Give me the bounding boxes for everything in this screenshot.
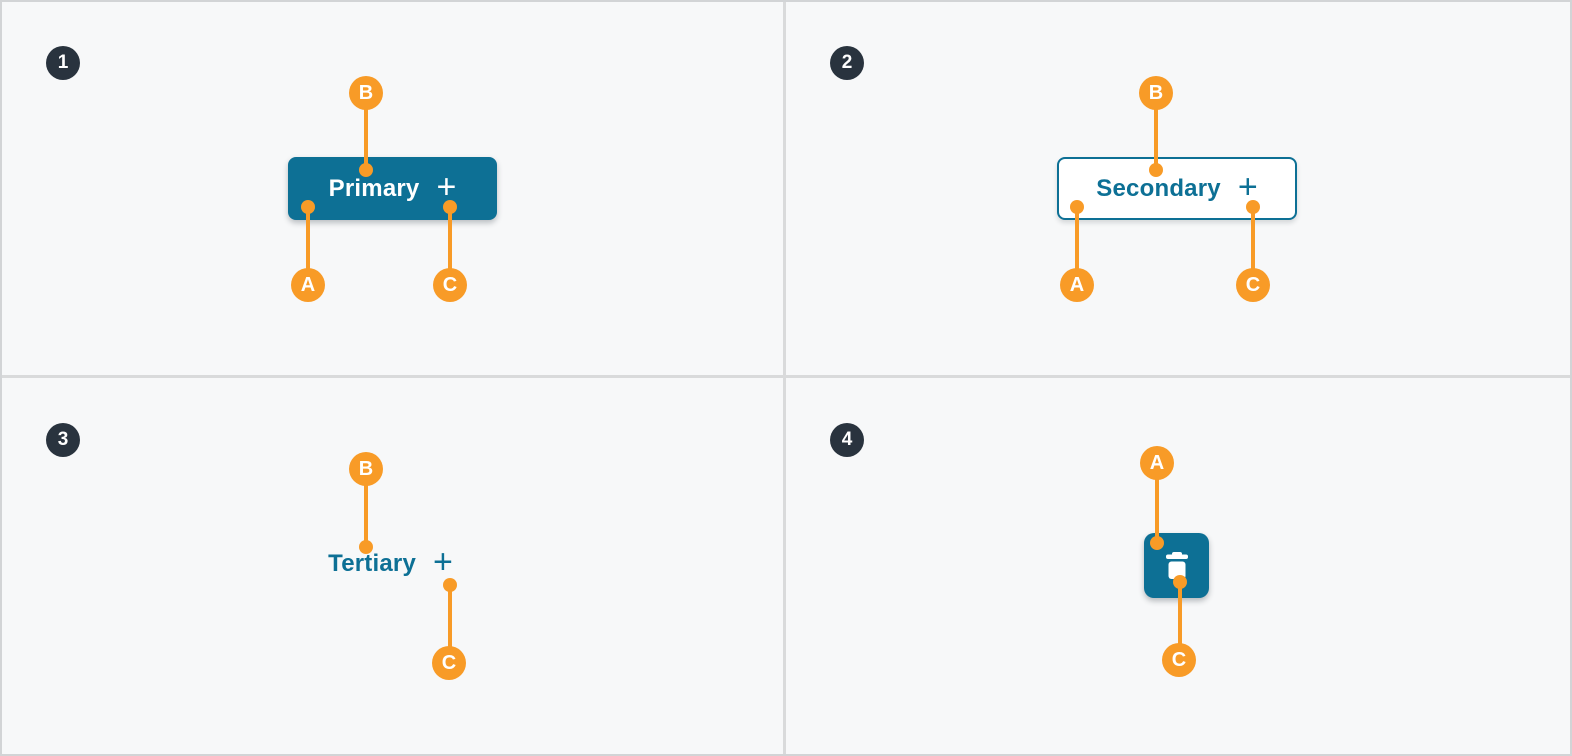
marker-b-stem — [364, 469, 368, 547]
secondary-button[interactable]: Secondary + — [1057, 157, 1297, 220]
marker-c-letter: C — [442, 273, 458, 296]
marker-c-stem — [448, 585, 452, 663]
marker-a-dot — [1150, 536, 1164, 550]
grid-divider-vertical — [783, 2, 786, 754]
marker-c-dot — [1246, 200, 1260, 214]
marker-c-letter: C — [1171, 648, 1187, 671]
marker-c-dot — [443, 578, 457, 592]
marker-b-letter: B — [358, 457, 374, 480]
marker-a-letter: A — [1149, 451, 1165, 474]
button-label: Primary — [328, 174, 420, 202]
panel-primary-button: 1 Primary + B A C — [2, 2, 783, 375]
step-badge-number: 4 — [841, 429, 853, 450]
marker-c-letter: C — [1245, 273, 1261, 296]
marker-a-dot — [301, 200, 315, 214]
marker-c-stem — [1178, 582, 1182, 660]
trash-icon — [1165, 552, 1189, 579]
panel-secondary-button: 2 Secondary + B A C — [786, 2, 1570, 375]
marker-c-letter: C — [441, 651, 457, 674]
button-label: Tertiary — [328, 550, 416, 577]
marker-b-letter: B — [358, 81, 374, 104]
marker-b-letter: B — [1148, 81, 1164, 104]
marker-a-dot — [1070, 200, 1084, 214]
step-badge-2: 2 — [830, 46, 864, 80]
step-badge-4: 4 — [830, 423, 864, 457]
marker-a-letter: A — [300, 273, 316, 296]
marker-b: B — [349, 452, 383, 486]
marker-c: C — [432, 646, 466, 680]
button-label: Secondary — [1096, 174, 1221, 202]
marker-c: C — [1162, 643, 1196, 677]
panel-icon-button: 4 A C — [786, 378, 1570, 754]
grid-divider-horizontal — [2, 375, 1570, 378]
marker-c: C — [1236, 268, 1270, 302]
panel-tertiary-button: 3 Tertiary + B C — [2, 378, 783, 754]
marker-a-letter: A — [1069, 273, 1085, 296]
marker-b: B — [349, 76, 383, 110]
marker-a-stem — [1155, 463, 1159, 543]
primary-button[interactable]: Primary + — [288, 157, 497, 220]
tertiary-button[interactable]: Tertiary + — [288, 533, 493, 595]
marker-c-stem — [1251, 207, 1255, 285]
marker-a: A — [1060, 268, 1094, 302]
marker-b-stem — [1154, 93, 1158, 170]
plus-icon: + — [1237, 167, 1258, 206]
step-badge-number: 3 — [57, 429, 69, 450]
step-badge-number: 2 — [841, 52, 853, 73]
marker-c-stem — [448, 207, 452, 285]
marker-a: A — [291, 268, 325, 302]
marker-b-dot — [359, 163, 373, 177]
marker-c: C — [433, 268, 467, 302]
marker-b-dot — [1149, 163, 1163, 177]
marker-a-stem — [1075, 207, 1079, 285]
marker-a: A — [1140, 446, 1174, 480]
step-badge-1: 1 — [46, 46, 80, 80]
step-badge-number: 1 — [57, 52, 69, 73]
marker-b-dot — [359, 540, 373, 554]
plus-icon: + — [433, 543, 453, 581]
step-badge-3: 3 — [46, 423, 80, 457]
marker-b: B — [1139, 76, 1173, 110]
plus-icon: + — [436, 167, 457, 206]
marker-a-stem — [306, 207, 310, 285]
marker-c-dot — [1173, 575, 1187, 589]
marker-c-dot — [443, 200, 457, 214]
marker-b-stem — [364, 93, 368, 170]
